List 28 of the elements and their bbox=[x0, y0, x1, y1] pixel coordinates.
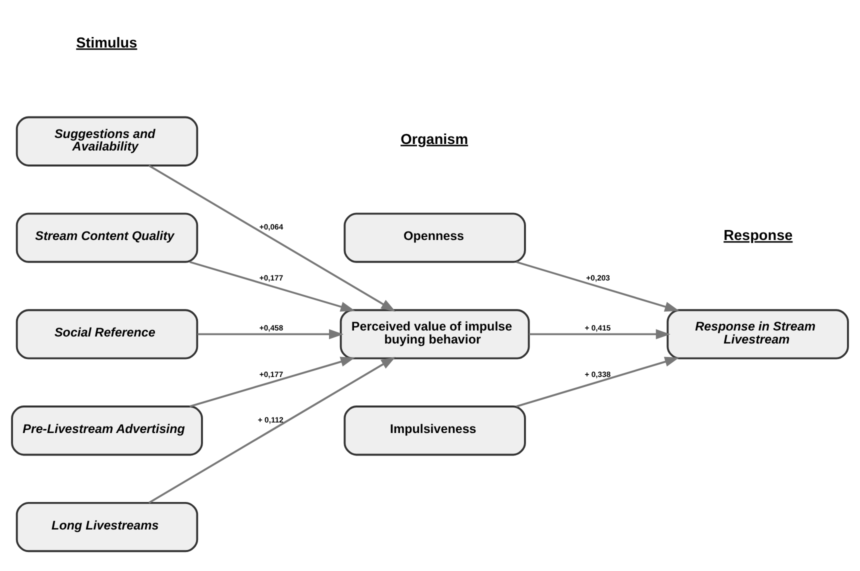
arrow bbox=[148, 164, 396, 312]
node-box: Response in Stream Livestream bbox=[666, 308, 849, 359]
node-box: Stream Content Quality bbox=[16, 212, 198, 262]
edge-label: +0,203 bbox=[586, 273, 610, 282]
label: Stimulus bbox=[76, 34, 138, 51]
node-box: Pre-Livestream Advertising bbox=[11, 405, 203, 456]
edge-label: +0,458 bbox=[259, 323, 284, 332]
edge-label: +0,177 bbox=[259, 370, 284, 379]
arrow bbox=[516, 356, 680, 407]
node-box: Impulsiveness bbox=[344, 405, 526, 456]
arrow bbox=[190, 260, 356, 312]
edge-label: + 0,112 bbox=[258, 414, 284, 424]
arrow bbox=[190, 356, 356, 407]
node-box: Suggestions and Availability bbox=[16, 116, 198, 166]
label: Organism bbox=[400, 131, 468, 148]
edge-label: + 0,338 bbox=[584, 370, 611, 379]
arrow bbox=[148, 356, 396, 504]
edge-label: +0,064 bbox=[259, 222, 284, 231]
edge-label: +0,177 bbox=[259, 273, 284, 282]
node-box: Perceived value of impulse buying behavior bbox=[340, 308, 530, 359]
arrow bbox=[197, 328, 344, 339]
label: Response bbox=[724, 228, 793, 244]
arrow bbox=[529, 328, 670, 339]
arrow bbox=[516, 260, 680, 312]
node-box: Openness bbox=[344, 212, 526, 262]
edge-label: + 0,415 bbox=[584, 323, 611, 332]
node-box: Social Reference bbox=[16, 308, 198, 359]
node-box: Long Livestreams bbox=[16, 501, 198, 552]
